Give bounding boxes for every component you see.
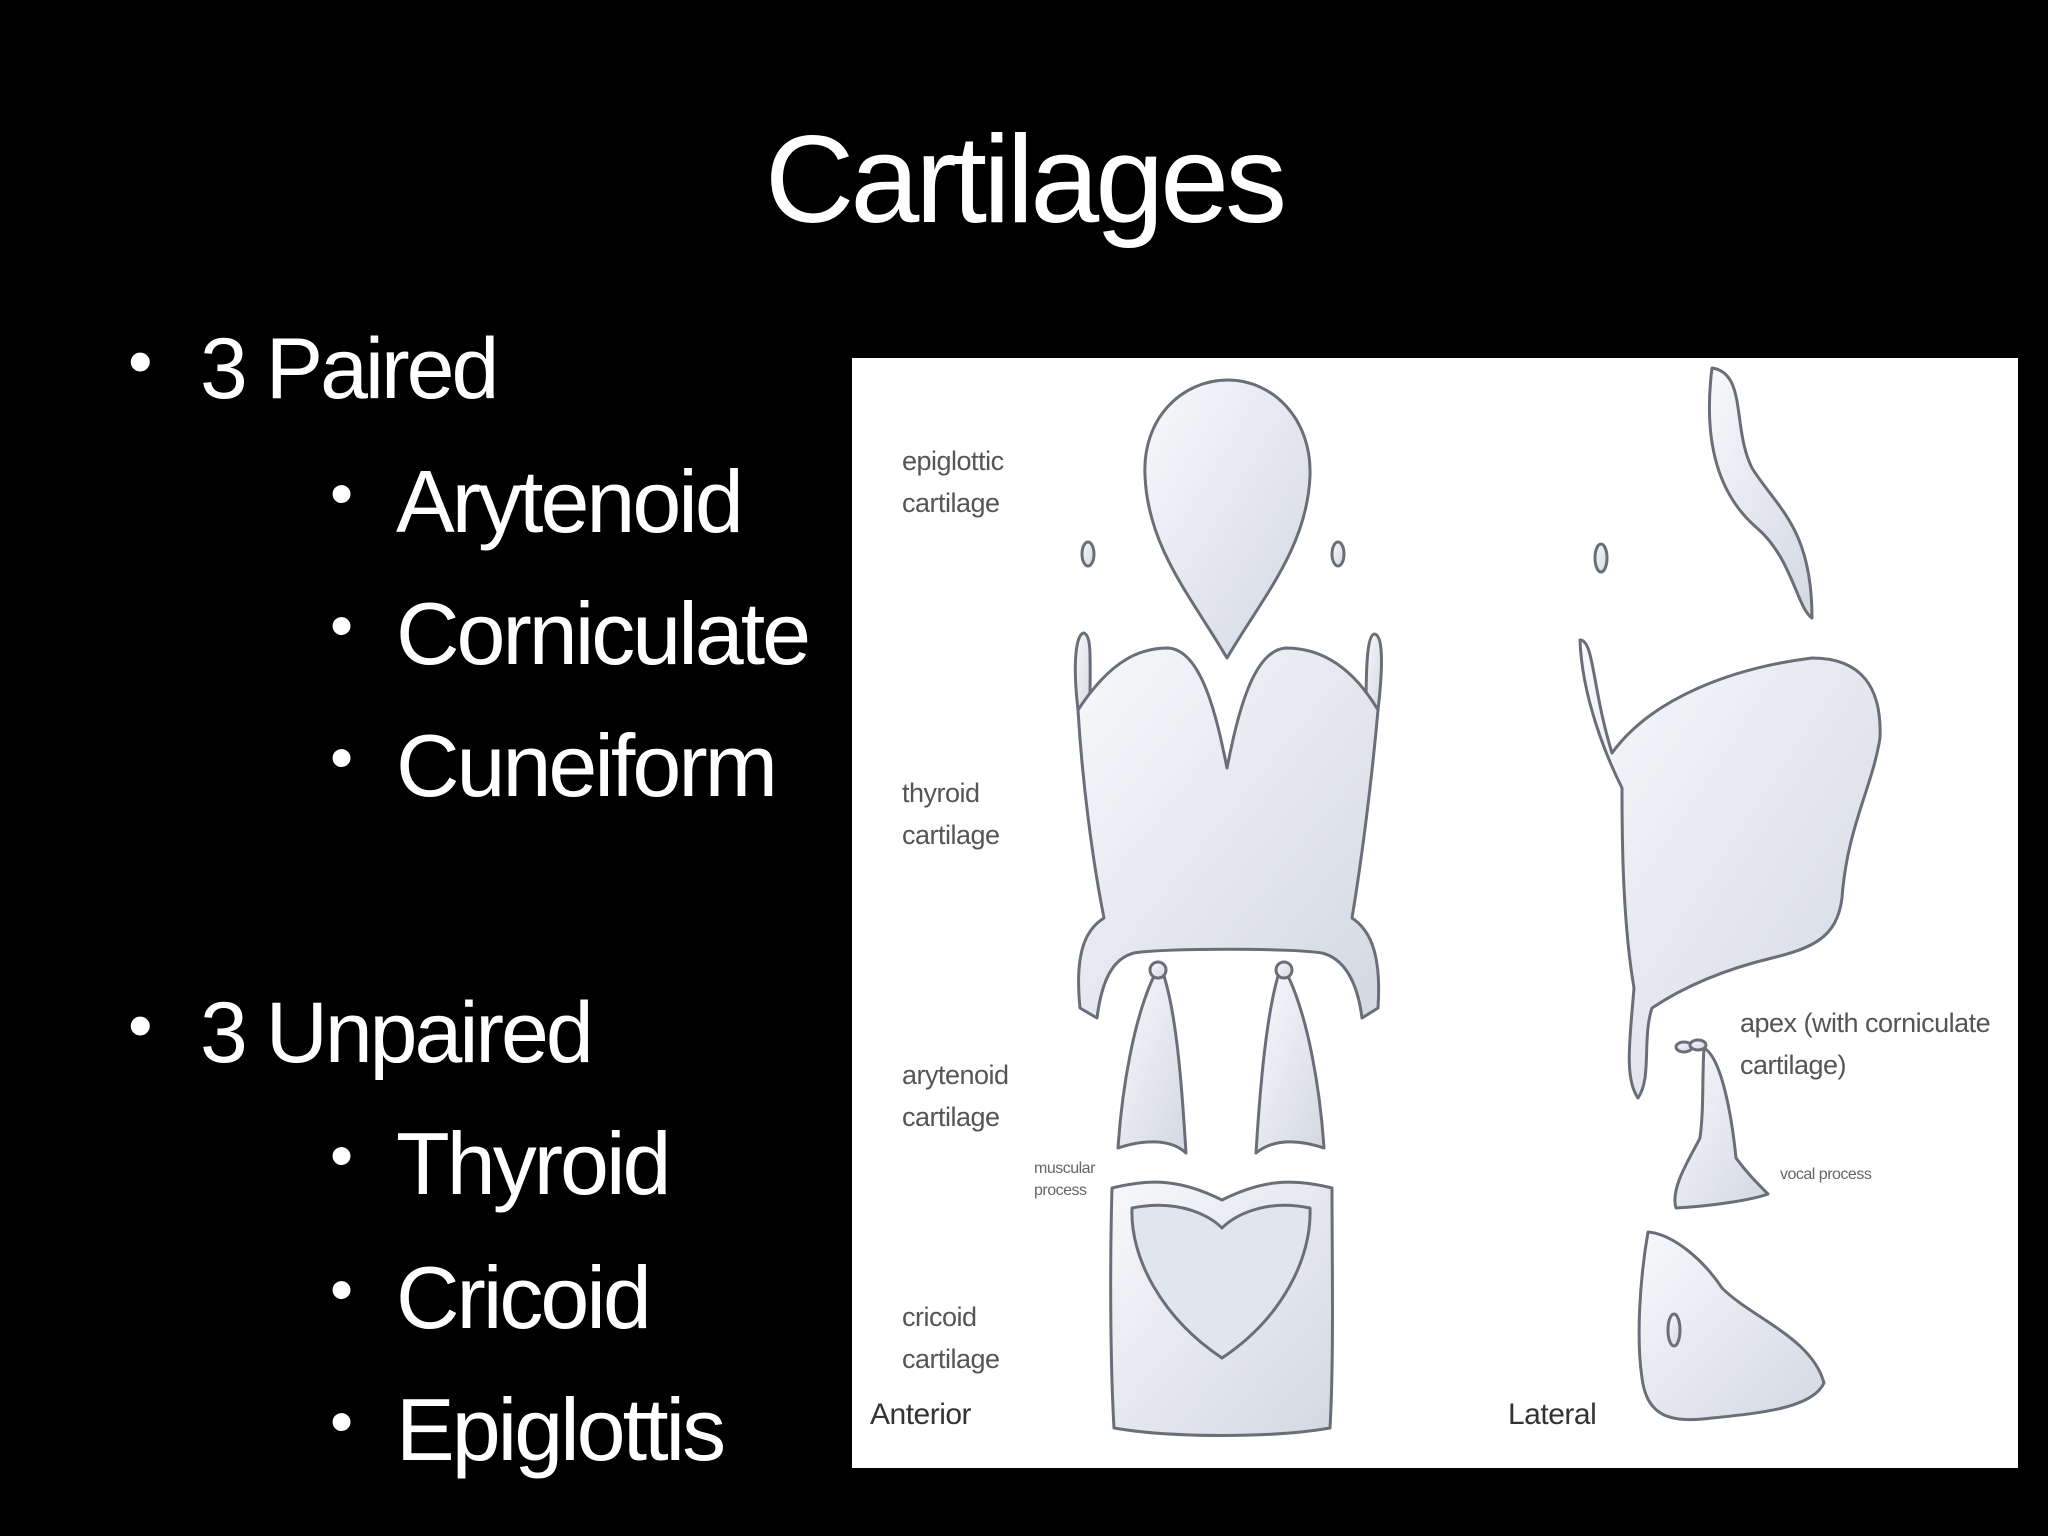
bullet-dot: • (330, 456, 353, 530)
arytenoid-lateral (1673, 1046, 1770, 1210)
thyroid-horn-right (1364, 632, 1383, 712)
cricoid-facet (1666, 1312, 1682, 1348)
view-label-anterior: Anterior (870, 1398, 972, 1431)
label-apex: apex (with corniculate cartilage) (1740, 1008, 1991, 1080)
thyroid-horn-left (1073, 631, 1092, 712)
bullet-thyroid: • Thyroid (330, 1120, 671, 1208)
bullet-dot: • (330, 1118, 353, 1192)
cricoid-lateral (1637, 1230, 1826, 1422)
bullet-arytenoid: • Arytenoid (330, 458, 744, 546)
epiglottis-anterior (1143, 378, 1312, 660)
bullet-dot: • (330, 1384, 353, 1458)
arytenoid-left (1116, 974, 1188, 1155)
bullet-corniculate: • Corniculate (330, 590, 811, 678)
corniculate-lateral-2 (1688, 1038, 1708, 1052)
label-muscular-process: muscular process (1034, 1160, 1095, 1199)
epiglottis-lateral (1708, 366, 1814, 620)
cricoid-lamina (1130, 1203, 1312, 1360)
label-cricoid-cartilage: cricoid cartilage (902, 1302, 1000, 1374)
cuneiform-left (1080, 540, 1096, 568)
cuneiform-right (1330, 540, 1346, 568)
bullet-cricoid: • Cricoid (330, 1254, 652, 1342)
bullet-unpaired: • 3 Unpaired (128, 990, 594, 1076)
cartilage-figure: epiglottic cartilage thyroid cartilage a… (852, 358, 2018, 1468)
bullet-epiglottis-label: Epiglottis (396, 1380, 726, 1479)
view-label-lateral: Lateral (1508, 1398, 1597, 1431)
label-epiglottic-cartilage: epiglottic cartilage (902, 446, 1004, 518)
bullet-corniculate-label: Corniculate (396, 584, 811, 683)
slide-title: Cartilages (764, 111, 1287, 249)
bullet-epiglottis: • Epiglottis (330, 1386, 726, 1474)
bullet-paired-label: 3 Paired (200, 321, 499, 417)
corniculate-left (1148, 960, 1168, 980)
cartilage-illustration (1073, 366, 1882, 1437)
bullet-cuneiform-label: Cuneiform (396, 716, 778, 815)
corniculate-right (1274, 960, 1294, 980)
bullet-paired: • 3 Paired (128, 326, 499, 412)
label-vocal-process: vocal process (1780, 1166, 1872, 1183)
arytenoid-right (1254, 974, 1326, 1155)
bullet-cuneiform: • Cuneiform (330, 722, 778, 810)
label-arytenoid-cartilage: arytenoid cartilage (902, 1060, 1009, 1132)
bullet-thyroid-label: Thyroid (396, 1114, 671, 1213)
bullet-dot: • (330, 720, 353, 794)
bullet-unpaired-label: 3 Unpaired (200, 985, 594, 1081)
label-thyroid-cartilage: thyroid cartilage (902, 778, 1000, 850)
cuneiform-lateral (1593, 542, 1609, 574)
thyroid-lateral (1578, 638, 1882, 1100)
bullet-dot: • (330, 1252, 353, 1326)
bullet-dot: • (128, 322, 152, 400)
bullet-cricoid-label: Cricoid (396, 1248, 652, 1347)
thyroid-anterior (1076, 646, 1381, 1020)
bullet-dot: • (128, 986, 152, 1064)
bullet-dot: • (330, 588, 353, 662)
bullet-arytenoid-label: Arytenoid (396, 452, 744, 551)
